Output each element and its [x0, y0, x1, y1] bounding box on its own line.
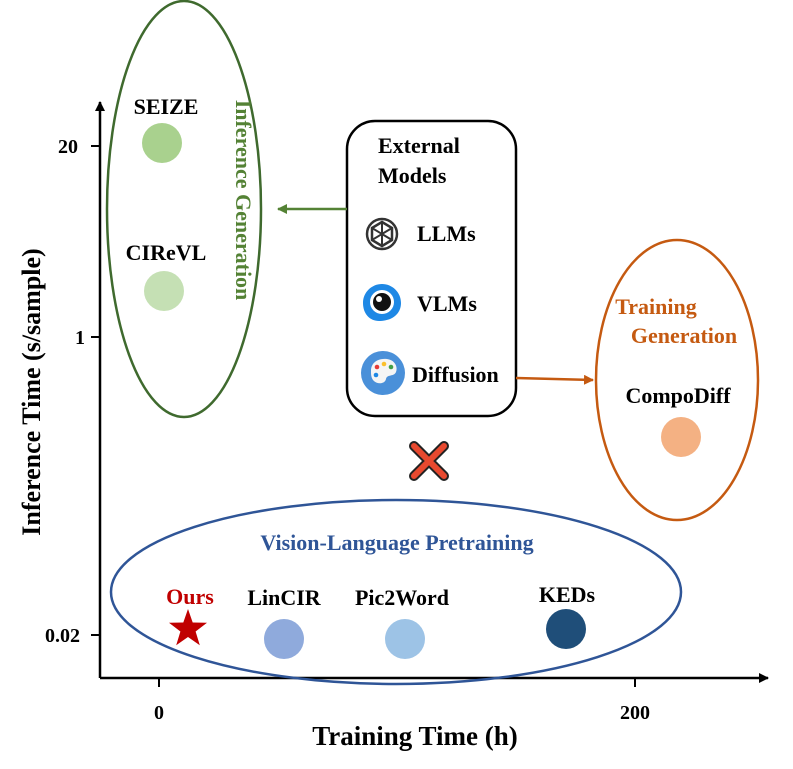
- pic2word-dot: [385, 619, 425, 659]
- vlm-label: VLMs: [417, 291, 477, 316]
- y-axis-label: Inference Time (s/sample): [17, 248, 46, 535]
- axes: 20 1 0.02 0 200 Training Time (h) Infere…: [17, 101, 769, 751]
- external-models-frame: [345, 119, 518, 418]
- pic2word-label: Pic2Word: [355, 585, 449, 610]
- training-generation-label-line1: Training: [615, 294, 697, 319]
- llm-icon: [365, 217, 399, 251]
- keds-dot: [546, 609, 586, 649]
- external-models-box: External Models LLMs VLMs Diffusion: [345, 119, 518, 418]
- compodiff-dot: [661, 417, 701, 457]
- diffusion-label: Diffusion: [412, 362, 499, 387]
- training-generation-label-line2: Generation: [631, 323, 737, 348]
- keds-label: KEDs: [539, 582, 596, 607]
- y-tick-label-20: 20: [58, 136, 78, 158]
- y-tick-label-002: 0.02: [45, 625, 80, 647]
- lincir-label: LinCIR: [247, 585, 321, 610]
- x-axis-label: Training Time (h): [312, 721, 518, 751]
- llm-label: LLMs: [417, 221, 476, 246]
- seize-label: SEIZE: [134, 94, 199, 119]
- ours-star-icon: [169, 609, 207, 646]
- inference-generation-ellipse: [105, 0, 263, 419]
- ours-label: Ours: [166, 584, 214, 609]
- external-models-title-line1: External: [378, 133, 460, 158]
- cirevl-dot: [144, 271, 184, 311]
- pretraining-ellipse: [109, 498, 683, 686]
- seize-dot: [142, 123, 182, 163]
- lincir-dot: [264, 619, 304, 659]
- y-tick-label-1: 1: [75, 327, 85, 349]
- external-models-title-line2: Models: [378, 163, 447, 188]
- diffusion-icon: [361, 351, 405, 395]
- red-cross-icon: [409, 441, 449, 481]
- x-tick-label-0: 0: [154, 702, 164, 724]
- pretraining-group: Vision-Language Pretraining Ours LinCIR …: [109, 498, 683, 686]
- training-generation-group: Training Generation CompoDiff: [594, 238, 760, 522]
- inference-generation-label: Inference Generation: [231, 100, 256, 301]
- training-generation-ellipse: [594, 238, 760, 522]
- cirevl-label: CIReVL: [126, 240, 207, 265]
- arrow-to-training-generation: [515, 374, 594, 385]
- compodiff-label: CompoDiff: [625, 383, 731, 408]
- inference-generation-group: Inference Generation SEIZE CIReVL: [105, 0, 263, 419]
- pretraining-label: Vision-Language Pretraining: [260, 530, 533, 555]
- vlm-icon: [363, 284, 401, 328]
- x-tick-label-200: 200: [620, 702, 650, 724]
